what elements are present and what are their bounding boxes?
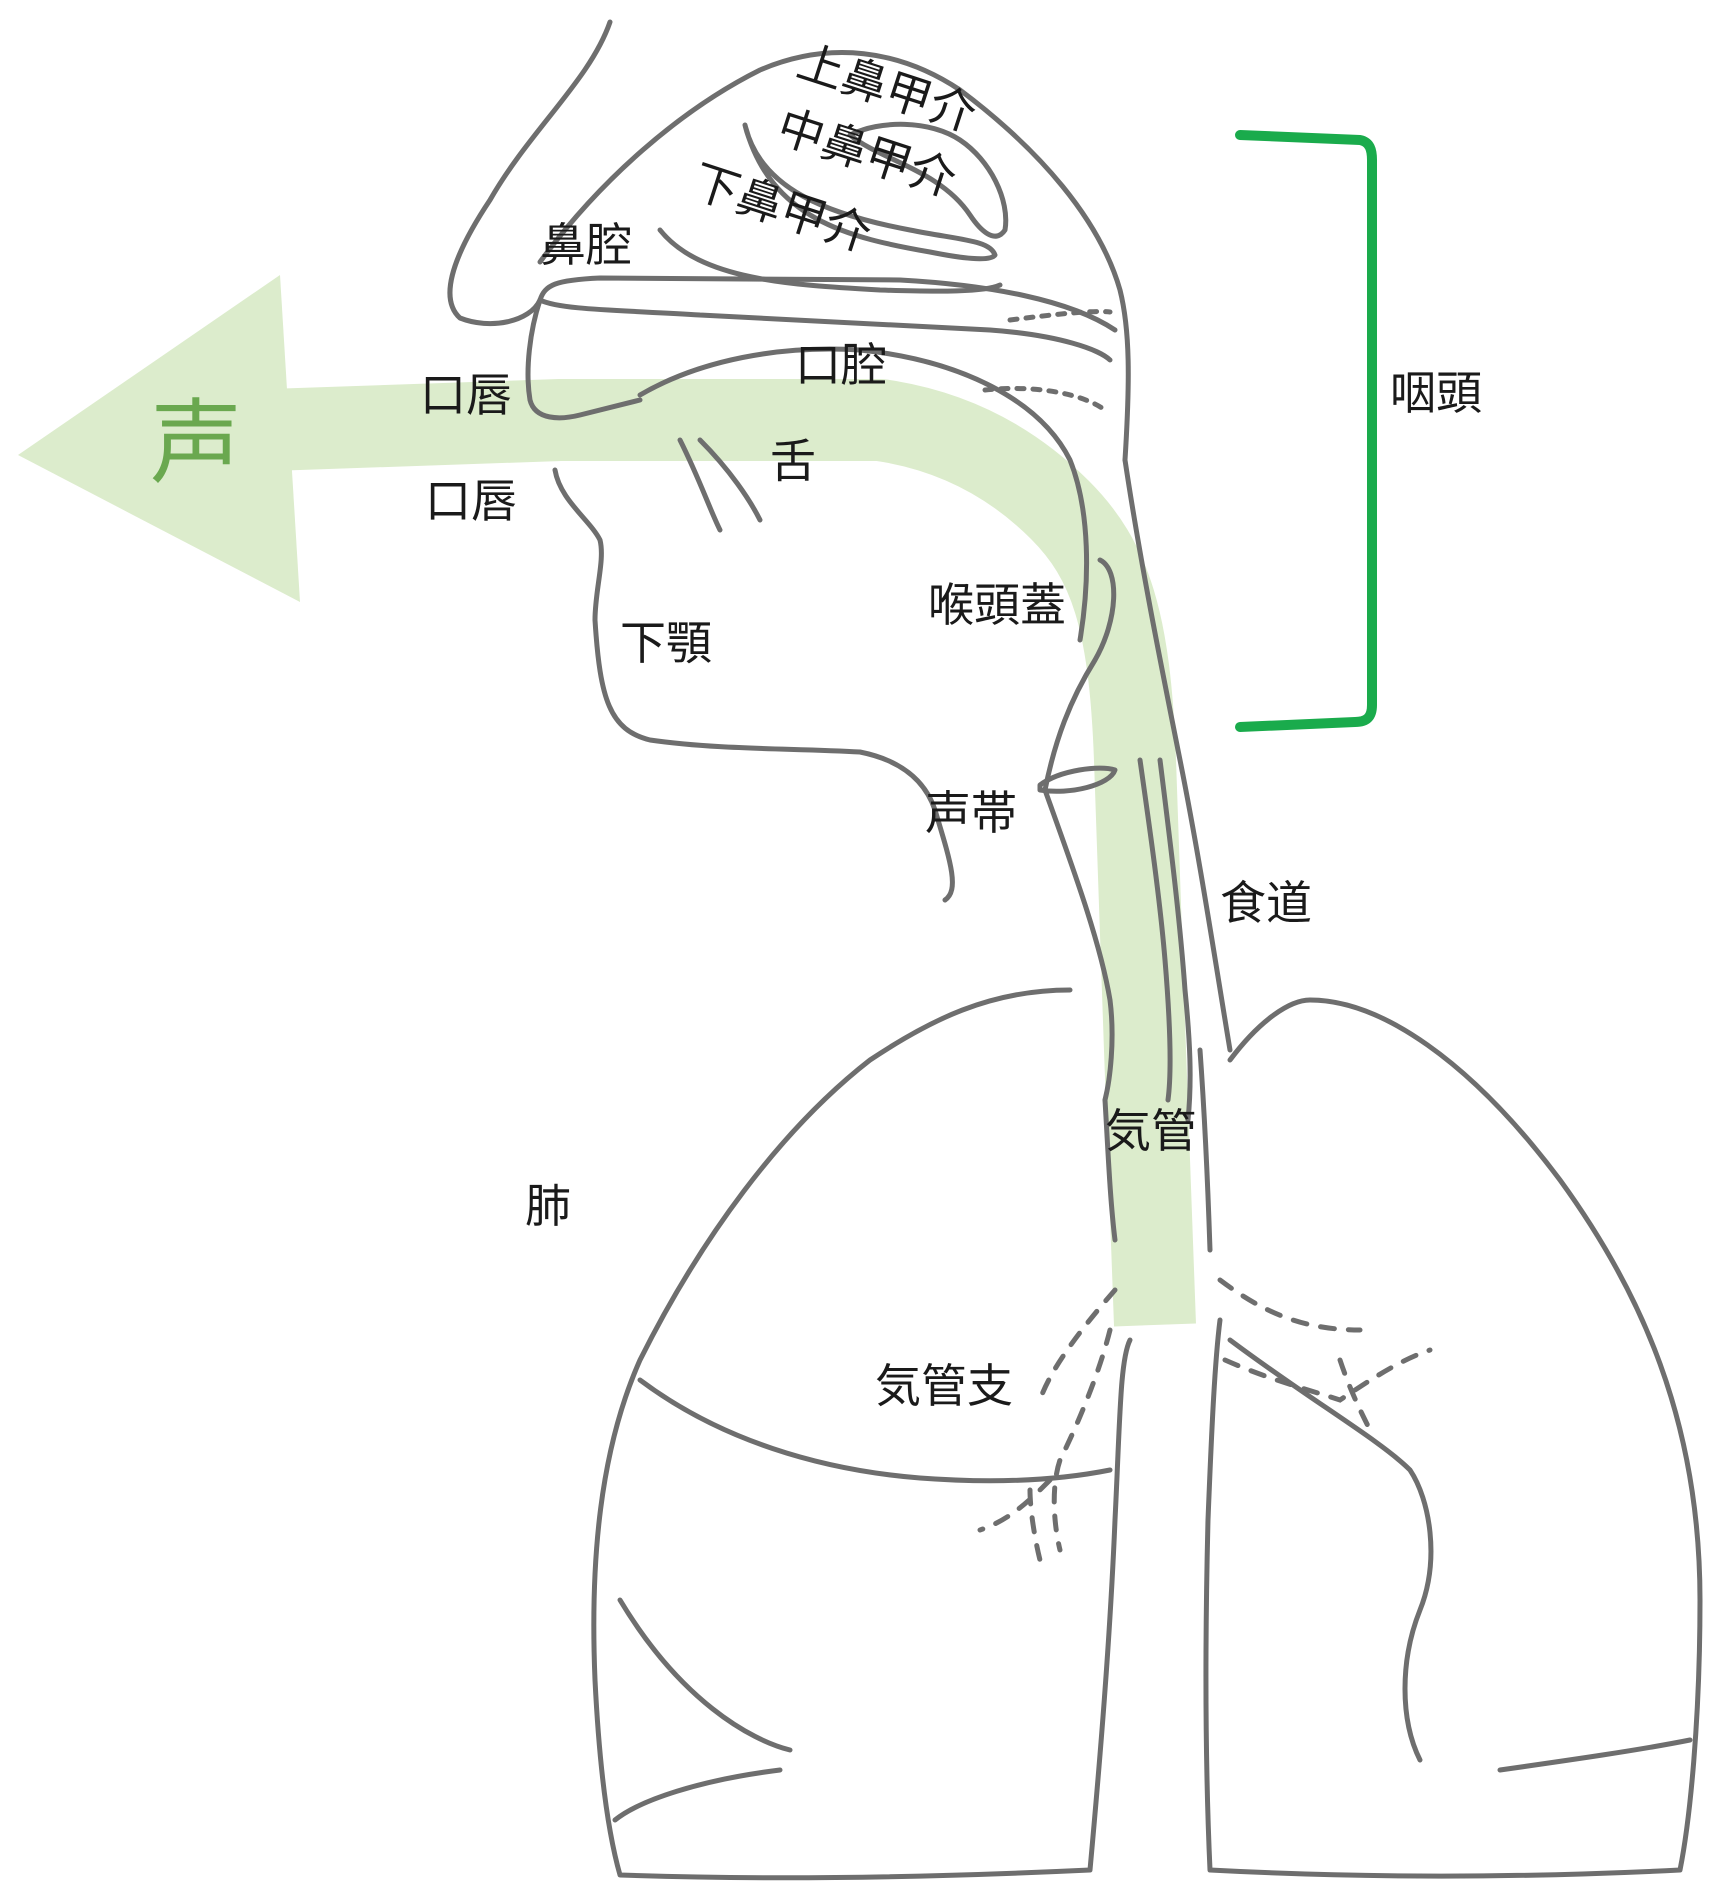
superior-turbinate xyxy=(847,121,1009,239)
epiglottis-outline xyxy=(1042,557,1117,793)
sinus-dots-lower xyxy=(982,385,1108,413)
vocal-cords-label: 声帯 xyxy=(925,786,1017,840)
nasal-cavity-top xyxy=(537,50,1131,463)
bronchi-label: 気管支 xyxy=(875,1359,1013,1413)
airflow-band xyxy=(268,379,1196,1327)
bronchi-left xyxy=(977,1287,1118,1563)
lower-lip-outline xyxy=(552,467,938,813)
left-lung-fissure xyxy=(617,1377,1113,1753)
left-lung-outline xyxy=(591,987,1133,1881)
inferior-turbinate xyxy=(657,227,1003,294)
esophagus-label: 食道 xyxy=(1220,876,1312,930)
nasal-cavity-label: 鼻腔 xyxy=(540,218,632,272)
right-lung-fissure xyxy=(1227,1337,1693,1773)
upper-lip-label: 口唇 xyxy=(420,368,512,422)
left-lung-base xyxy=(612,1767,783,1823)
esophagus-outline xyxy=(1137,757,1193,1123)
teeth xyxy=(677,437,763,533)
trachea-label: 気管 xyxy=(1105,1104,1197,1158)
pharynx-bracket xyxy=(1235,130,1377,732)
larynx-front xyxy=(932,787,1115,1103)
pharynx-label: 咽頭 xyxy=(1390,366,1482,420)
bronchi-right xyxy=(1217,1277,1433,1433)
tongue-label: 舌 xyxy=(770,434,816,488)
oral-cavity-label: 口腔 xyxy=(795,338,887,392)
vocal-cord-shape xyxy=(1037,765,1118,794)
trachea-outline xyxy=(1102,1047,1213,1253)
lung-label: 肺 xyxy=(525,1179,571,1233)
pharynx-back-wall xyxy=(1122,457,1233,1053)
voice-label: 声 xyxy=(150,390,243,497)
tongue-outline xyxy=(637,346,1090,643)
upper-lip-outline xyxy=(525,297,643,421)
middle-turbinate xyxy=(742,122,998,262)
voice-arrow-head xyxy=(18,275,300,602)
mandible-label: 下顎 xyxy=(620,616,712,670)
palate xyxy=(537,297,1113,363)
right-lung-outline xyxy=(1203,997,1703,1879)
epiglottis-label: 喉頭蓋 xyxy=(928,578,1066,632)
lower-lip-label: 口唇 xyxy=(425,474,517,528)
